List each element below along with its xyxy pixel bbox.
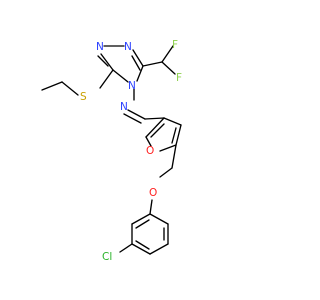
atom-label-n: N (120, 101, 128, 113)
bond (131, 55, 141, 71)
bond (175, 124, 182, 146)
atom-label-o: O (149, 187, 157, 199)
bond (144, 117, 165, 120)
bond (171, 144, 177, 169)
atom-label-f: F (172, 39, 178, 51)
bonds (41, 45, 182, 255)
bond (150, 123, 165, 138)
atom-label-s: S (80, 91, 87, 103)
bond (149, 199, 153, 215)
bond (142, 61, 163, 67)
bond (136, 65, 144, 82)
bond (61, 81, 79, 96)
bond (112, 69, 129, 83)
bond (163, 117, 182, 126)
bond (149, 243, 169, 255)
bond (127, 109, 146, 120)
bond (171, 127, 177, 144)
bond (145, 117, 165, 138)
atom-label-n: N (128, 80, 136, 92)
atom-label-cl: Cl (102, 251, 112, 263)
molecule-structure: N N N N F F S O O Cl (41, 39, 182, 263)
bond (159, 144, 177, 152)
bond (100, 53, 114, 71)
bond (123, 113, 142, 124)
atom-label-f: F (176, 72, 182, 84)
atom-labels: N N N N F F S O O Cl (80, 39, 182, 263)
bond (161, 45, 174, 63)
bond (97, 55, 109, 67)
bond (132, 49, 144, 67)
bond (135, 240, 150, 250)
atom-label-o: O (146, 145, 154, 157)
bond (41, 81, 63, 91)
bond (145, 136, 152, 147)
molecule-diagram: N N N N F F S O O Cl (41, 39, 182, 263)
bond (159, 167, 173, 178)
bond (119, 243, 133, 253)
bond (131, 213, 151, 225)
bond (149, 213, 169, 225)
atom-label-n: N (124, 41, 132, 53)
bond (131, 243, 151, 255)
bond (99, 69, 114, 89)
bond (135, 219, 150, 229)
atom-label-n: N (96, 41, 104, 53)
bond (161, 61, 176, 75)
